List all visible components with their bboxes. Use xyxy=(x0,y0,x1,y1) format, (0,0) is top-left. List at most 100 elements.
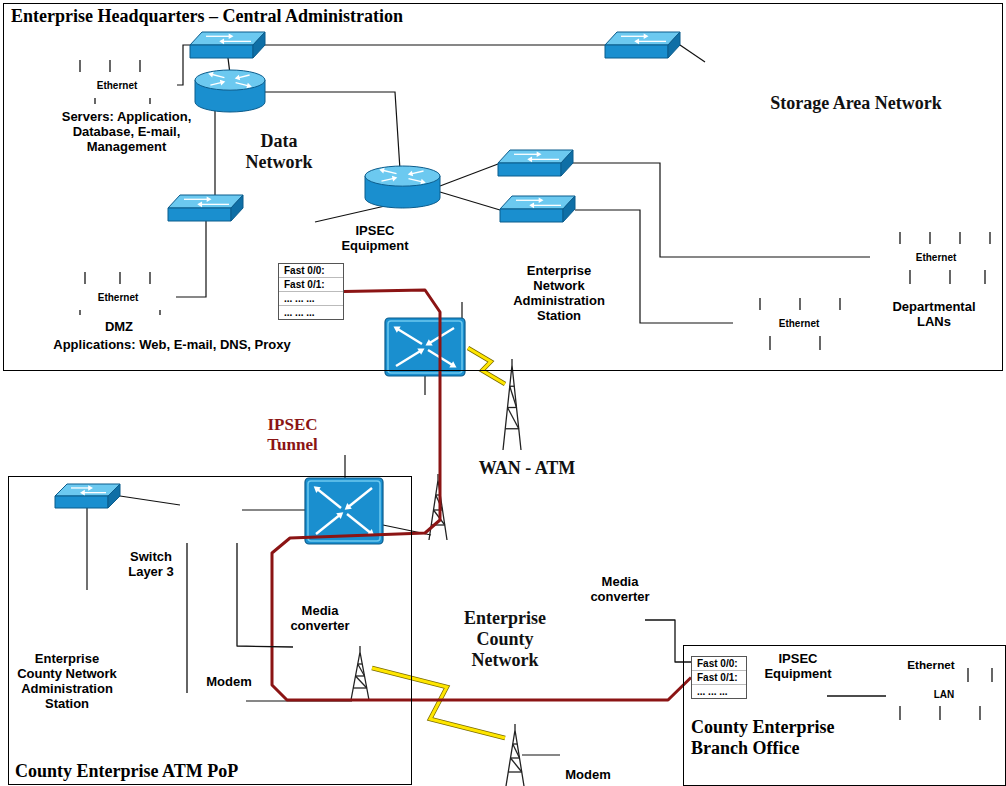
device-label: Departmental LANs xyxy=(879,299,989,329)
ethernet-tap xyxy=(929,232,930,244)
ethernet-tap xyxy=(94,98,95,104)
ethernet-tap xyxy=(119,272,120,284)
port-label: ... ... ... xyxy=(692,685,746,698)
region-title: County Enterprise ATM PoP xyxy=(15,761,405,782)
device-label: Modem xyxy=(548,767,628,782)
workstation-icon-shape xyxy=(446,253,504,303)
radio-tower xyxy=(429,474,447,540)
device-label: DMZ xyxy=(86,319,152,334)
wire xyxy=(440,192,500,210)
port-label: Fast 0/0: xyxy=(692,657,746,671)
wire xyxy=(461,302,462,320)
link-line xyxy=(827,695,886,696)
wireless-link xyxy=(372,668,505,738)
cloud-label: WAN - ATM xyxy=(462,458,592,479)
wire xyxy=(265,44,605,45)
media-converter: Media converter xyxy=(595,612,645,628)
port-label: ... ... ... xyxy=(279,306,343,319)
port-label: Fast 0/0: xyxy=(279,264,343,278)
wire xyxy=(424,376,425,395)
ethernet-tap xyxy=(839,298,840,310)
radio-tower xyxy=(351,646,369,700)
bus-label: LAN xyxy=(886,689,1002,701)
router-icon xyxy=(365,166,440,208)
ethernet-tap xyxy=(979,706,980,720)
ethernet-bus: Ethernet xyxy=(871,245,1001,271)
media-converter: Media converter xyxy=(293,639,345,655)
device-label: Enterprise Network Administration Statio… xyxy=(505,263,613,323)
ethernet-tap xyxy=(149,272,150,284)
wire xyxy=(315,206,385,222)
region-title: County Enterprise Branch Office xyxy=(691,717,861,759)
wire xyxy=(344,455,345,478)
ethernet-tap xyxy=(759,298,760,310)
ethernet-tap xyxy=(949,270,950,284)
ethernet-bus: EthernetDMZApplications: Web, E-mail, DN… xyxy=(59,285,177,311)
workstation-icon: Enterprise County Network Administration… xyxy=(31,591,101,647)
link-line xyxy=(645,620,691,662)
media-converter-shape xyxy=(595,612,645,628)
router-icon xyxy=(195,70,265,112)
ethernet-tap xyxy=(79,310,80,315)
ethernet-tap xyxy=(899,232,900,244)
ethernet-tap xyxy=(139,60,140,72)
radio-tower xyxy=(506,724,524,786)
site-panel: County Enterprise ATM PoPSwitch Layer 3E… xyxy=(8,476,412,785)
switch-icon xyxy=(55,484,120,508)
workstation-icon: Enterprise Network Administration Statio… xyxy=(446,253,504,303)
port-table: Fast 0/0:Fast 0/1:... ... ... xyxy=(691,656,747,699)
switch-icon xyxy=(498,150,573,176)
ethernet-tap xyxy=(149,98,150,104)
site-panel: County Enterprise Branch Office Fast 0/0:… xyxy=(683,645,1006,786)
ethernet-tap xyxy=(79,60,80,72)
port-label: ... ... ... xyxy=(279,292,343,306)
media-converter-shape xyxy=(293,639,345,655)
wire xyxy=(440,164,498,186)
switch-icon xyxy=(500,196,575,222)
device-label: Media converter xyxy=(580,574,660,604)
cloud-label: Data Network xyxy=(229,131,329,173)
router-icon: IPSEC Equipment xyxy=(769,684,827,714)
region-title: Enterprise Headquarters – Central Admini… xyxy=(11,6,611,27)
ethernet-tap xyxy=(799,298,800,310)
ethernet-tap xyxy=(909,270,910,284)
bus-label: Ethernet xyxy=(734,318,864,330)
router-icon-shape xyxy=(253,215,331,261)
wireless-link xyxy=(468,348,505,384)
device-label: Modem xyxy=(197,674,261,689)
wire xyxy=(176,221,206,297)
network-cloud-shape xyxy=(190,358,660,538)
router-icon-shape xyxy=(769,684,827,714)
modem-icon: Modem xyxy=(560,746,616,764)
wire xyxy=(86,508,87,590)
workstation-icon-shape xyxy=(31,591,101,647)
device-label: Applications: Web, E-mail, DNS, Proxy xyxy=(7,337,337,352)
modem-icon: Modem xyxy=(181,693,247,711)
device-label: Media converter xyxy=(285,603,355,633)
ethernet-tap xyxy=(989,232,990,244)
tunnel-line xyxy=(272,290,691,700)
ethernet-tap xyxy=(819,336,820,350)
ethernet-bus: EthernetServers: Application, Database, … xyxy=(56,73,178,99)
port-table: Fast 0/0:Fast 0/1:... ... ...... ... ... xyxy=(278,263,344,320)
ethernet-tap xyxy=(959,232,960,244)
cloud-label: Enterprise County Network xyxy=(445,608,565,671)
ethernet-tap xyxy=(84,272,85,284)
device-label: Servers: Application, Database, E-mail, … xyxy=(39,109,214,154)
wire xyxy=(680,45,705,62)
bus-label: Ethernet xyxy=(59,292,177,304)
port-label: Fast 0/1: xyxy=(692,671,746,685)
ethernet-tap xyxy=(967,668,968,682)
device-label: Enterprise County Network Administration… xyxy=(13,651,121,711)
ethernet-tap xyxy=(991,668,992,682)
device-label: IPSEC Equipment xyxy=(335,223,415,253)
device-label: IPSEC Equipment xyxy=(753,651,843,681)
switch-icon-shape xyxy=(181,477,243,543)
wire xyxy=(177,45,190,85)
atm-switch-icon xyxy=(385,318,465,376)
ethernet-tap xyxy=(159,310,160,315)
radio-tower xyxy=(503,359,521,450)
ethernet-tap xyxy=(109,60,110,72)
switch-icon xyxy=(190,32,265,58)
ethernet-bus: EthernetDepartmental LANs xyxy=(734,311,864,337)
